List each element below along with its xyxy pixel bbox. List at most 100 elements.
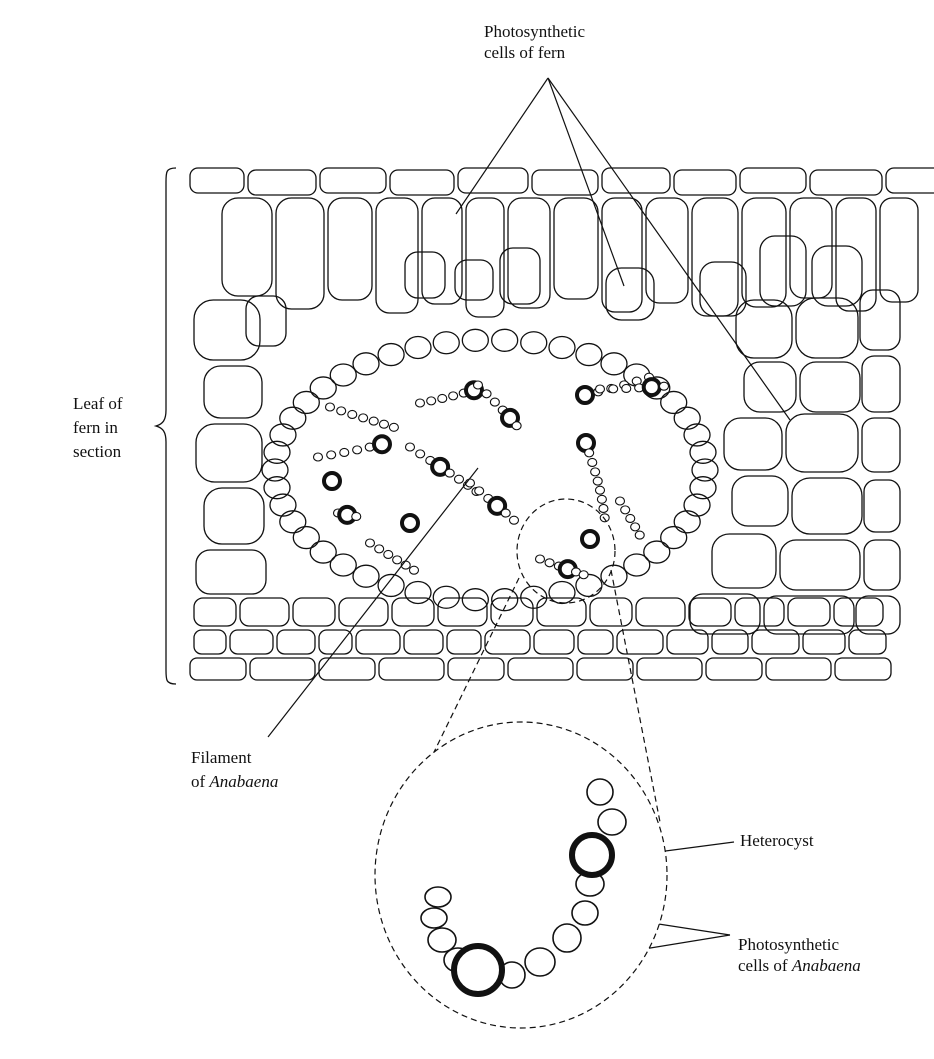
cavity-lining-cell xyxy=(352,352,380,376)
label-filament-of: of xyxy=(191,772,210,791)
anabaena-cell xyxy=(590,467,601,477)
anabaena-cell xyxy=(594,485,606,495)
spongy-cell xyxy=(446,629,482,655)
label-fern-photo-line2: cells of fern xyxy=(484,43,566,62)
spongy-cell xyxy=(193,629,227,655)
cavity-lining-cell xyxy=(689,440,717,464)
anabaena-cell xyxy=(614,496,626,506)
mesophyll-cell xyxy=(723,417,783,471)
palisade-cell xyxy=(221,197,273,297)
spongy-cell xyxy=(635,597,686,627)
anabaena-cell xyxy=(621,383,632,394)
anabaena-cell xyxy=(578,570,589,580)
mesophyll-cell xyxy=(863,539,901,591)
anabaena-filaments xyxy=(312,372,670,580)
cavity-lining-cell xyxy=(660,390,688,415)
palisade-cell xyxy=(601,197,643,313)
cavity-lining-cell xyxy=(623,553,651,577)
magnified-anabaena-cell xyxy=(427,927,457,953)
cavity-lining-cell xyxy=(269,423,297,447)
spongy-cell xyxy=(533,629,575,655)
mesophyll-cell xyxy=(195,549,267,595)
cavity-lining-cell xyxy=(600,564,628,588)
lower-epidermis-cell xyxy=(507,657,574,681)
heterocyst-cell xyxy=(575,385,595,405)
anabaena-cell xyxy=(474,486,485,496)
cavity-lining-cell xyxy=(309,540,337,564)
mesophyll-cell xyxy=(245,295,287,347)
anabaena-cell xyxy=(472,380,484,390)
lower-epidermis-cell xyxy=(189,657,247,681)
cavity-lining-cell xyxy=(292,390,320,415)
anabaena-cell xyxy=(453,474,465,484)
leaf-brace xyxy=(153,167,177,685)
cavity-lining-cell xyxy=(269,493,297,517)
cavity-lining-cell xyxy=(683,493,711,517)
cavity-lining-cell xyxy=(329,553,357,577)
palisade-cell xyxy=(691,197,739,317)
cavity-lining-cell xyxy=(432,585,460,609)
anabaena-cell xyxy=(324,402,336,412)
cavity-lining-cell xyxy=(404,580,432,605)
anabaena-cell xyxy=(404,442,416,452)
label-heterocyst-text: Heterocyst xyxy=(740,831,814,850)
palisade-cell xyxy=(879,197,919,303)
mesophyll-cell xyxy=(863,479,901,533)
palisade-cell xyxy=(835,197,877,312)
anabaena-cell xyxy=(368,416,379,426)
anabaena-cell xyxy=(594,384,606,394)
label-anabaena-photosynthetic-cells: Photosynthetic cells of Anabaena xyxy=(738,934,861,976)
palisade-cells xyxy=(221,197,919,321)
label-filament-line2: of Anabaena xyxy=(191,770,278,794)
upper-epidermis-cell xyxy=(809,169,883,196)
palisade-cell xyxy=(741,197,787,308)
cavity-lining-cell xyxy=(279,406,307,430)
upper-epidermis-cell xyxy=(189,167,245,194)
anabaena-cell xyxy=(500,508,511,518)
cavity-lining-cell xyxy=(292,525,320,550)
upper-epidermis-cell xyxy=(885,167,934,194)
lower-epidermis-cell xyxy=(447,657,505,681)
lower-epidermis xyxy=(189,597,892,681)
palisade-cell xyxy=(699,261,747,317)
lower-epidermis-cell xyxy=(636,657,703,681)
anabaena-cell xyxy=(336,406,347,416)
mesophyll-cell xyxy=(735,299,793,359)
spongy-cell xyxy=(338,597,389,627)
label-leaf-line3: section xyxy=(73,442,122,461)
anabaena-cell xyxy=(347,409,358,420)
leaf-tissue xyxy=(189,167,934,681)
cavity-lining-cell xyxy=(660,525,688,550)
anabaena-cell xyxy=(408,565,420,575)
cavity-lining-cell xyxy=(261,458,289,482)
heterocyst-cell xyxy=(580,529,600,549)
spongy-cell xyxy=(688,597,732,627)
label-leaf-line2: fern in xyxy=(73,418,118,437)
lower-epidermis-cell xyxy=(378,657,445,681)
cavity-lining-cell xyxy=(263,440,291,464)
label-filament-line1: Filament xyxy=(191,748,252,767)
spongy-cell xyxy=(734,597,785,627)
cavity-lining-cell xyxy=(461,328,489,352)
palisade-cell xyxy=(327,197,373,301)
anabaena-cell xyxy=(352,445,363,455)
mesophyll-cells xyxy=(193,289,901,635)
label-heterocyst: Heterocyst xyxy=(740,830,814,851)
label-anabaena-photo-line1: Photosynthetic xyxy=(738,935,840,954)
anabaena-cell xyxy=(374,544,385,554)
anabaena-cell xyxy=(592,476,603,486)
mesophyll-cell xyxy=(855,595,901,635)
anabaena-cell xyxy=(326,450,337,460)
spongy-cell xyxy=(318,629,353,655)
spongy-cell xyxy=(848,629,887,655)
mesophyll-cell xyxy=(763,595,855,635)
magnified-anabaena-cell xyxy=(524,947,556,977)
mesophyll-cell xyxy=(859,289,901,351)
anabaena-cell xyxy=(489,397,500,407)
anabaena-cell xyxy=(448,391,459,401)
cavity-lining-cell xyxy=(548,335,576,360)
heterocyst-cell xyxy=(430,456,451,477)
cavity-lining-cell xyxy=(689,476,717,500)
mesophyll-cell xyxy=(779,539,861,591)
cavity-lining-cell xyxy=(352,564,380,588)
